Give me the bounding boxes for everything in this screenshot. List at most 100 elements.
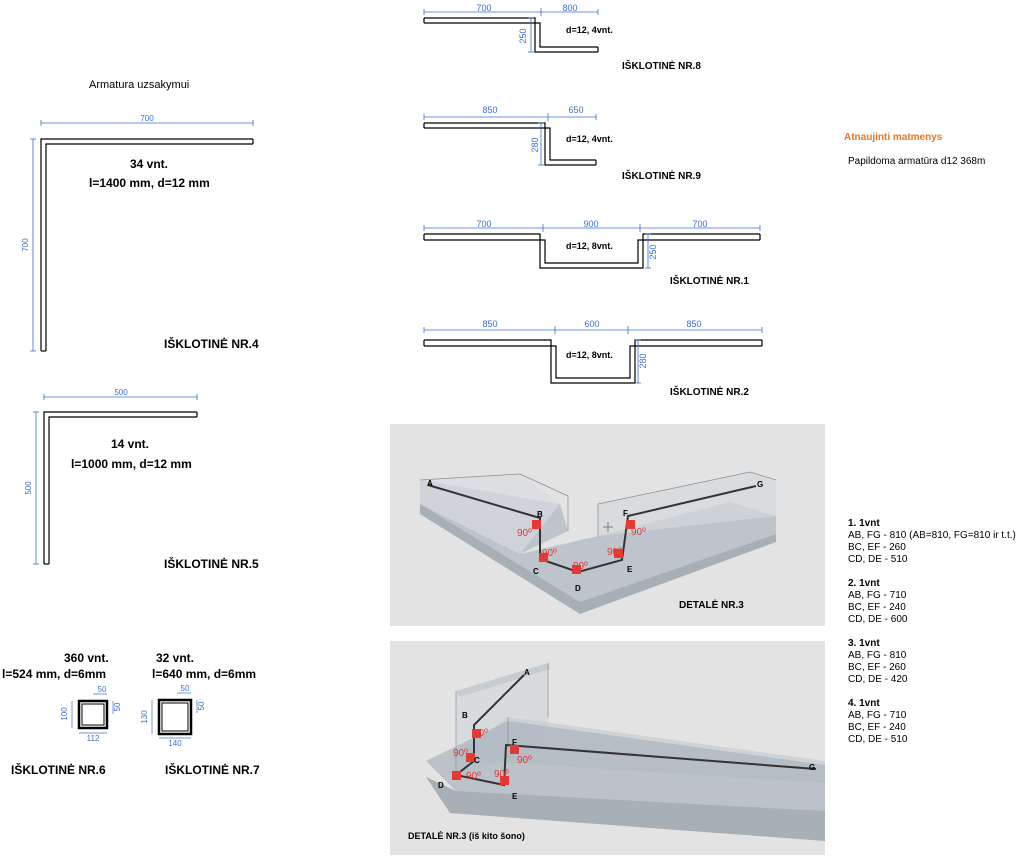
bar-shape-nr5: [43, 411, 198, 565]
size-group-2: 2. 1vnt AB, FG - 710 BC, EF - 240 CD, DE…: [848, 578, 1028, 626]
size-group-3-head: 3. 1vnt: [848, 638, 880, 649]
detail1-label-f: F: [623, 509, 628, 518]
detail1-label-g: G: [757, 480, 763, 489]
detail1-title: DETALĖ NR.3: [679, 600, 744, 611]
dimension-nr4: [29, 119, 254, 352]
detail1-angle-c: 90º: [542, 548, 557, 559]
dim-nr1-a: 700: [476, 219, 491, 229]
detail2-angle-b: 90º: [473, 728, 488, 739]
size-list: 1. 1vnt AB, FG - 810 (AB=810, FG=810 ir …: [848, 518, 1028, 746]
size-group-1-line-3: CD, DE - 510: [848, 554, 908, 565]
detail2-label-g: G: [809, 763, 815, 772]
detail1-angle-d: 90º: [573, 561, 588, 572]
size-group-4: 4. 1vnt AB, FG - 710 BC, EF - 240 CD, DE…: [848, 698, 1028, 746]
size-group-3-line-3: CD, DE - 420: [848, 674, 908, 685]
dim-nr5-v: 500: [24, 481, 33, 495]
dim-nr7-bottom: 140: [168, 739, 182, 748]
nr2-title: IŠKLOTINĖ NR.2: [670, 387, 749, 398]
size-group-1-line-1: AB, FG - 810 (AB=810, FG=810 ir t.t.): [848, 530, 1016, 541]
detail2-label-d: D: [438, 781, 444, 790]
size-group-1-head: 1. 1vnt: [848, 518, 880, 529]
nr1-title: IŠKLOTINĖ NR.1: [670, 276, 749, 287]
detail2-label-e: E: [512, 792, 518, 801]
detail2-label-f: F: [512, 738, 517, 747]
dim-nr6-left: 100: [60, 707, 69, 721]
detail1-angle-f: 90º: [631, 527, 646, 538]
bar-shape-nr4: [40, 138, 254, 352]
dim-nr9-a: 850: [482, 105, 497, 115]
dim-nr9-v: 280: [530, 137, 540, 152]
detail-render-1: 90º 90º 90º 90º 90º A B C D E F G: [419, 471, 777, 614]
size-group-3-line-1: AB, FG - 810: [848, 650, 907, 661]
notes-title: Atnaujinti matmenys: [844, 132, 943, 143]
detail2-title: DETALĖ NR.3 (iš kito šono): [408, 831, 525, 841]
size-group-2-line-2: BC, EF - 240: [848, 602, 906, 613]
dim-nr2-c: 850: [686, 319, 701, 329]
bar-shape-nr2: [423, 339, 763, 384]
size-group-4-line-3: CD, DE - 510: [848, 734, 908, 745]
detail1-label-b: B: [537, 510, 543, 519]
nr4-count: 34 vnt.: [130, 157, 169, 171]
nr9-spec: d=12, 4vnt.: [566, 134, 613, 144]
size-group-3: 3. 1vnt AB, FG - 810 BC, EF - 260 CD, DE…: [848, 638, 1028, 686]
detail2-angle-f: 90º: [517, 755, 532, 766]
nr6-count: 360 vnt.: [64, 651, 109, 665]
size-group-1: 1. 1vnt AB, FG - 810 (AB=810, FG=810 ir …: [848, 518, 1028, 566]
dimension-nr5: [32, 393, 198, 565]
dim-nr8-b: 800: [562, 3, 577, 13]
nr9-title: IŠKLOTINĖ NR.9: [622, 171, 701, 182]
dim-nr4-v: 700: [21, 238, 30, 252]
detail-panel-2: 90º 90º 90º 90º 90º A B C D E F G DETALĖ…: [390, 641, 825, 855]
page-heading: Armatura uzsakymui: [89, 79, 190, 91]
nr4-title: IŠKLOTINĖ NR.4: [164, 337, 259, 351]
notes-text: Papildoma armatūra d12 368m: [848, 156, 986, 167]
dim-nr7-left: 130: [140, 710, 149, 724]
detail1-angle-b: 90º: [517, 528, 532, 539]
nr1-spec: d=12, 8vnt.: [566, 241, 613, 251]
dim-nr1-b: 900: [583, 219, 598, 229]
nr7-title: IŠKLOTINĖ NR.7: [165, 763, 260, 777]
nr5-count: 14 vnt.: [111, 437, 150, 451]
size-group-4-head: 4. 1vnt: [848, 698, 880, 709]
size-group-4-line-1: AB, FG - 710: [848, 710, 907, 721]
detail1-label-c: C: [533, 567, 539, 576]
nr5-spec: l=1000 mm, d=12 mm: [71, 457, 192, 471]
nr8-title: IŠKLOTINĖ NR.8: [622, 61, 701, 72]
dim-nr5-h: 500: [114, 388, 128, 397]
stirrup-nr7: [157, 698, 193, 736]
dim-nr1-c: 700: [692, 219, 707, 229]
detail1-angle-e: 90º: [607, 547, 622, 558]
detail2-label-b: B: [462, 711, 468, 720]
stirrup-nr6: [77, 699, 109, 730]
dim-nr8-a: 700: [476, 3, 491, 13]
dimension-nr6: [71, 693, 114, 734]
size-group-1-line-2: BC, EF - 260: [848, 542, 906, 553]
nr6-spec: l=524 mm, d=6mm: [2, 667, 107, 681]
dim-nr2-v: 280: [638, 353, 648, 368]
dim-nr9-b: 650: [568, 105, 583, 115]
detail2-label-c: C: [474, 756, 480, 765]
detail2-angle-d: 90º: [466, 771, 481, 782]
dim-nr7-right: 50: [197, 701, 206, 710]
nr7-count: 32 vnt.: [156, 651, 195, 665]
detail1-label-d: D: [575, 584, 581, 593]
dim-nr8-v: 250: [518, 28, 528, 43]
nr6-title: IŠKLOTINĖ NR.6: [11, 763, 106, 777]
detail1-label-e: E: [627, 565, 633, 574]
dimension-nr8: [423, 8, 599, 53]
nr2-spec: d=12, 8vnt.: [566, 350, 613, 360]
dim-nr6-top: 50: [98, 685, 107, 694]
dimension-nr9: [423, 113, 597, 166]
nr5-title: IŠKLOTINĖ NR.5: [164, 557, 259, 571]
size-group-4-line-2: BC, EF - 240: [848, 722, 906, 733]
dimension-nr7: [151, 692, 198, 739]
detail2-angle-e: 90º: [494, 769, 509, 780]
dim-nr4-h: 700: [140, 114, 154, 123]
detail-render-2: 90º 90º 90º 90º 90º A B C D E F G: [426, 663, 825, 841]
size-group-3-line-2: BC, EF - 260: [848, 662, 906, 673]
size-group-2-line-3: CD, DE - 600: [848, 614, 908, 625]
bar-shape-nr1: [423, 233, 761, 269]
nr7-spec: l=640 mm, d=6mm: [152, 667, 257, 681]
bar-shape-nr9: [423, 122, 597, 166]
